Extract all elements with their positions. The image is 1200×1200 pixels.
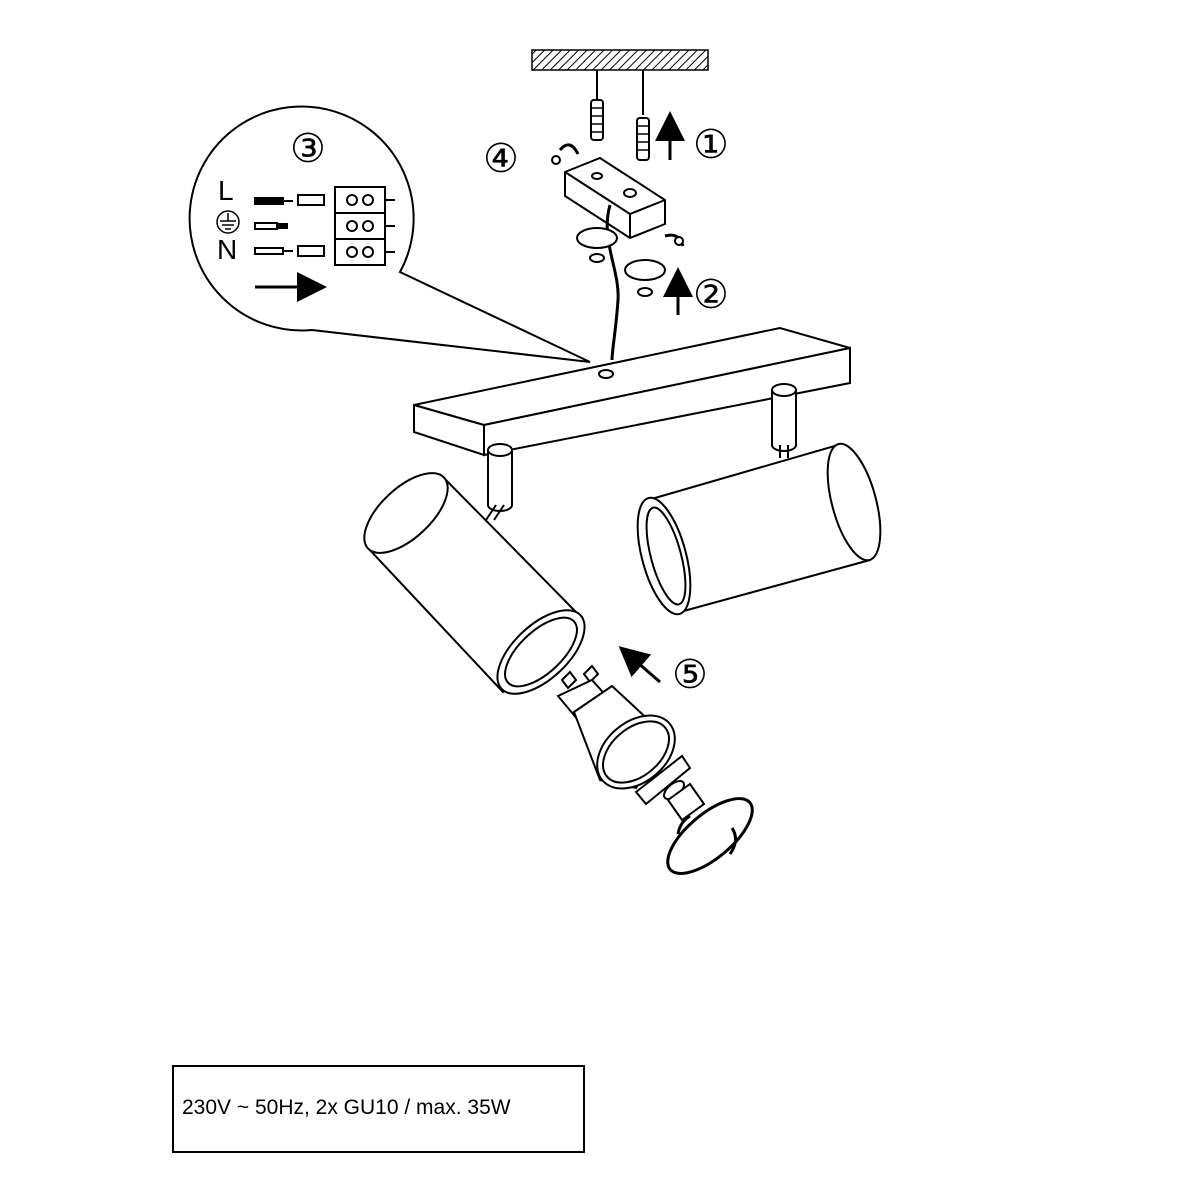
step-1-indicator: ① xyxy=(655,111,729,167)
step-4-label: ④ xyxy=(483,137,519,181)
step-3-label: ③ xyxy=(290,127,326,171)
left-spotlight xyxy=(363,443,586,695)
step-5-arrow xyxy=(618,646,661,684)
step-1-label: ① xyxy=(693,123,729,167)
ceiling xyxy=(531,49,709,71)
screws-and-plugs xyxy=(590,70,650,161)
step-5-indicator: ⑤ xyxy=(618,646,708,697)
wires xyxy=(254,194,325,257)
earth-icon xyxy=(216,210,240,234)
screw-covers xyxy=(576,227,666,297)
step-4-indicator: ④ xyxy=(483,137,519,181)
ceiling-rail xyxy=(413,326,851,457)
step-2-indicator: ② xyxy=(663,267,729,317)
mounting-bracket xyxy=(551,143,685,247)
gu10-bulb xyxy=(556,664,676,790)
specification-text: 230V ~ 50Hz, 2x GU10 / max. 35W xyxy=(182,1096,511,1119)
specification-box xyxy=(172,1065,585,1153)
neutral-label: N xyxy=(217,234,237,265)
step-5-label: ⑤ xyxy=(672,653,708,697)
step-2-label: ② xyxy=(693,273,729,317)
wiring-callout: ③ L N xyxy=(188,105,591,363)
live-label: L xyxy=(218,175,234,206)
retaining-ring xyxy=(666,797,754,875)
cable-entry-hole xyxy=(598,369,614,379)
suction-cup-tool xyxy=(634,754,706,822)
terminal-block xyxy=(334,186,395,266)
right-spotlight xyxy=(636,383,882,616)
